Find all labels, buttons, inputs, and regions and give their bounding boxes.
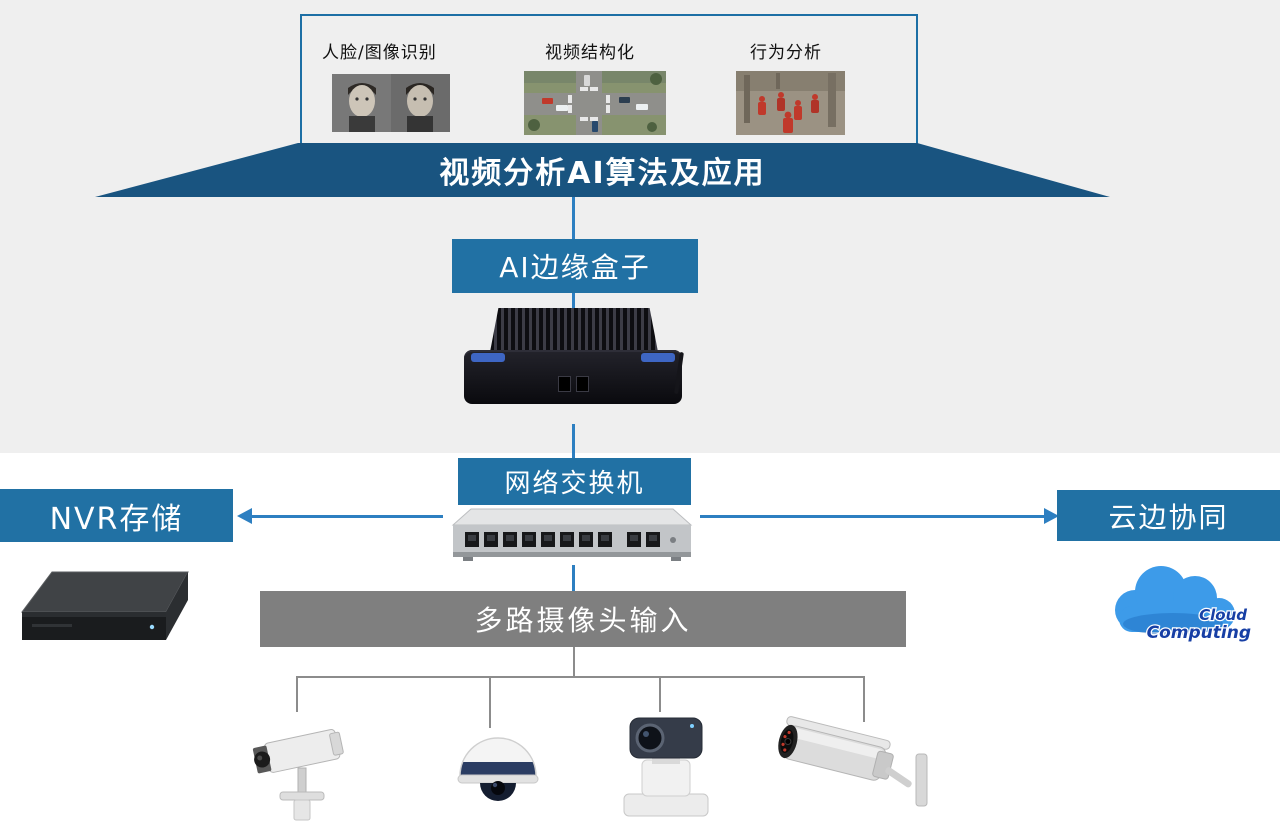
ai-edge-box-label: AI边缘盒子 xyxy=(499,251,651,284)
network-switch-label: 网络交换机 xyxy=(504,469,645,499)
branch-to-bullet-camera xyxy=(863,676,865,722)
camera-input-bar: 多路摄像头输入 xyxy=(260,591,906,647)
network-switch-image xyxy=(451,508,693,561)
arrow-line-to-nvr xyxy=(251,515,443,518)
connector-device-to-switchlabel xyxy=(572,424,575,460)
branch-to-ptz-camera xyxy=(659,676,661,712)
arrowhead-right-icon xyxy=(1044,508,1059,524)
node-ai-edge-box: AI边缘盒子 xyxy=(452,239,698,293)
cloud-edge-label: 云边协同 xyxy=(1108,500,1229,534)
camera-input-label: 多路摄像头输入 xyxy=(474,604,692,637)
device-accent-right xyxy=(641,353,675,362)
node-cloud-edge: 云边协同 xyxy=(1057,490,1280,541)
device-port xyxy=(576,376,589,392)
connector-switch-to-camerabar xyxy=(572,565,575,593)
nvr-device-image xyxy=(21,571,189,640)
banner-label: 视频分析AI算法及应用 xyxy=(439,156,766,191)
branch-to-box-camera xyxy=(296,676,298,712)
device-accent-left xyxy=(471,353,505,362)
cloud-computing-image: Cloud Computing xyxy=(1113,564,1252,644)
bullet-camera-image xyxy=(778,716,928,807)
cloud-word-2: Computing xyxy=(1147,623,1251,643)
branch-to-dome-camera xyxy=(489,676,491,728)
dome-camera-image xyxy=(457,737,539,801)
video-structuring-image xyxy=(524,71,666,135)
heatsink-fins xyxy=(490,308,658,352)
arrowhead-left-icon xyxy=(237,508,252,524)
device-port xyxy=(558,376,571,392)
node-network-switch: 网络交换机 xyxy=(458,458,691,505)
connector-edgebox-to-device xyxy=(572,292,575,316)
ptz-camera-image xyxy=(623,717,709,817)
connector-bar-to-branch xyxy=(573,647,575,677)
arrow-line-to-cloud xyxy=(700,515,1045,518)
behavior-analysis-label: 行为分析 xyxy=(750,43,822,63)
face-recognition-label: 人脸/图像识别 xyxy=(322,43,437,63)
behavior-analysis-image xyxy=(736,71,845,135)
box-camera-image xyxy=(252,729,344,821)
nvr-storage-label: NVR存储 xyxy=(49,501,184,537)
node-nvr-storage: NVR存储 xyxy=(0,489,233,542)
face-recognition-image xyxy=(332,74,450,132)
ai-edge-device-image xyxy=(462,306,687,428)
ai-capabilities-panel: 人脸/图像识别 视频结构化 行为分析 xyxy=(300,14,918,145)
cloud-word-1: Cloud xyxy=(1199,606,1247,624)
video-structuring-label: 视频结构化 xyxy=(545,43,635,63)
connector-banner-to-edgebox xyxy=(572,197,575,241)
branch-horizontal-line xyxy=(296,676,865,678)
